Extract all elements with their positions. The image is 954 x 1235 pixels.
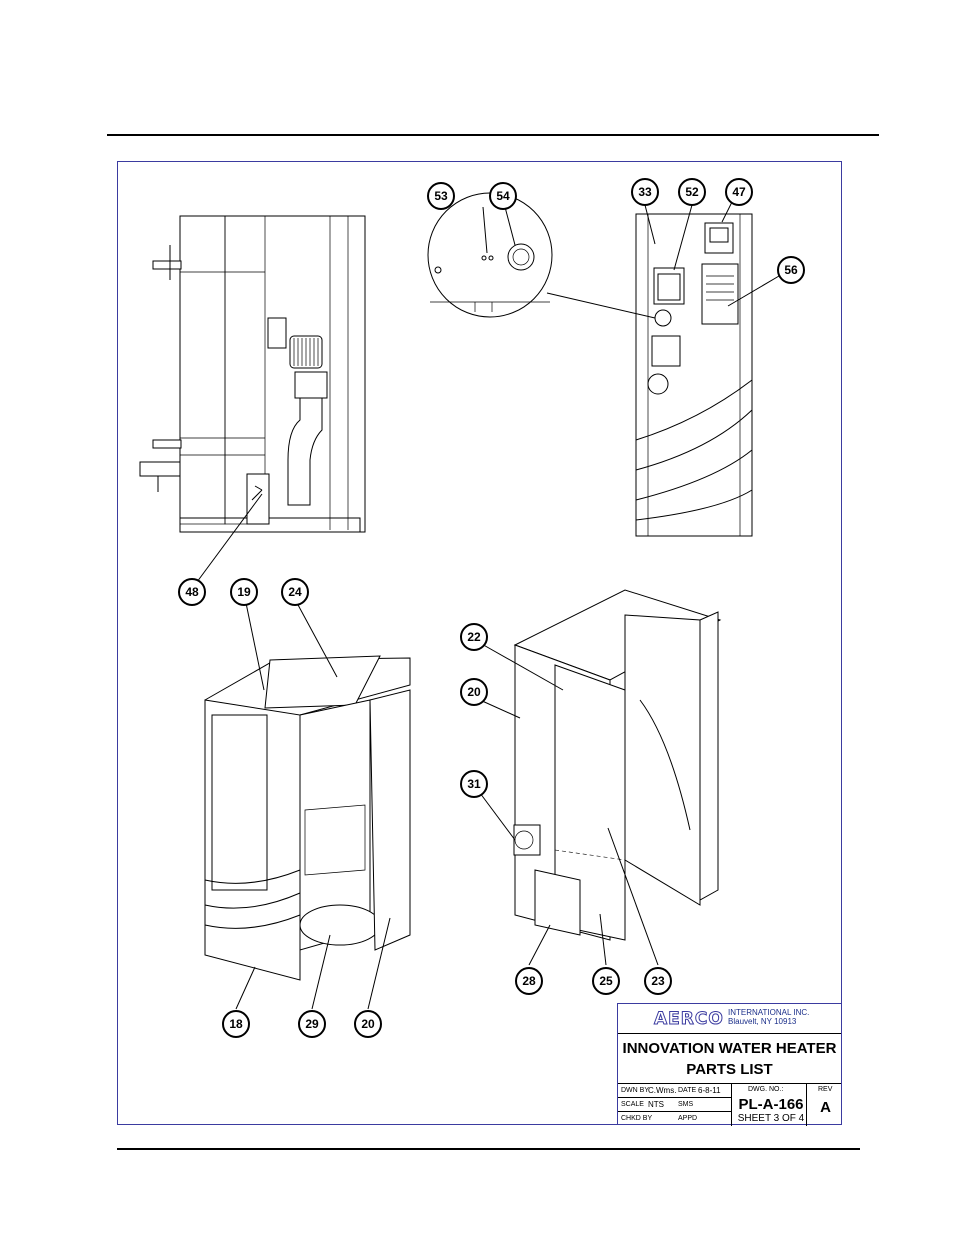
balloon-25: 25	[592, 967, 620, 995]
dwg-no-label: DWG. NO.:	[748, 1086, 784, 1093]
top-rule	[107, 134, 879, 136]
divider	[731, 1084, 732, 1126]
svg-text:28: 28	[522, 974, 536, 988]
drawing-frame	[117, 161, 842, 1125]
balloon-52: 52	[678, 178, 706, 206]
exploded-view-left	[204, 655, 411, 981]
divider	[618, 1097, 731, 1098]
balloon-53: 53	[427, 182, 455, 210]
svg-text:20: 20	[361, 1017, 375, 1031]
company-address: INTERNATIONAL INC. Blauvelt, NY 10913	[728, 1008, 809, 1026]
balloon-54: 54	[489, 182, 517, 210]
svg-text:18: 18	[229, 1017, 243, 1031]
svg-text:29: 29	[305, 1017, 319, 1031]
appd-label: APPD	[678, 1115, 698, 1122]
balloon-48: 48	[178, 578, 206, 606]
side-view-drawing	[139, 215, 366, 533]
drawing-title: INNOVATION WATER HEATER	[622, 1040, 837, 1057]
company-name: INTERNATIONAL INC.	[728, 1008, 810, 1017]
company-logo: AERCO	[654, 1009, 724, 1030]
svg-text:23: 23	[651, 974, 665, 988]
company-city: Blauvelt, NY 10913	[728, 1017, 797, 1026]
dwn-by-label: DWN BY	[621, 1087, 649, 1094]
divider	[806, 1084, 807, 1126]
detail-view-circle	[427, 192, 553, 318]
leader-lines	[193, 199, 780, 1010]
title-block-title-row: INNOVATION WATER HEATER PARTS LIST	[618, 1034, 841, 1084]
balloon-22: 22	[460, 623, 488, 651]
svg-text:52: 52	[685, 185, 699, 199]
svg-text:47: 47	[732, 185, 746, 199]
balloon-33: 33	[631, 178, 659, 206]
dwg-no-value: PL-A-166	[738, 1096, 804, 1113]
date-value: 6-8-11	[698, 1086, 721, 1095]
drawing-subtitle: PARTS LIST	[686, 1061, 773, 1078]
svg-text:53: 53	[434, 189, 448, 203]
svg-text:24: 24	[288, 585, 302, 599]
sheet-number: SHEET 3 OF 4	[737, 1113, 805, 1124]
svg-text:56: 56	[784, 263, 798, 277]
svg-text:22: 22	[467, 630, 481, 644]
scale-label: SCALE	[621, 1101, 644, 1108]
balloon-28: 28	[515, 967, 543, 995]
balloon-24: 24	[281, 578, 309, 606]
balloon-56: 56	[777, 256, 805, 284]
scale-value: NTS	[648, 1100, 664, 1109]
svg-text:31: 31	[467, 777, 481, 791]
svg-text:25: 25	[599, 974, 613, 988]
svg-text:48: 48	[185, 585, 199, 599]
balloon-19: 19	[230, 578, 258, 606]
balloon-31: 31	[460, 770, 488, 798]
dwn-by-value: C.Wms.	[648, 1086, 677, 1095]
exploded-view-right	[513, 589, 722, 941]
balloon-23: 23	[644, 967, 672, 995]
balloon-29: 29	[298, 1010, 326, 1038]
divider	[618, 1111, 731, 1112]
rev-label: REV	[818, 1086, 833, 1093]
balloon-47: 47	[725, 178, 753, 206]
chkd-by-label: CHKD BY	[621, 1115, 653, 1122]
svg-text:19: 19	[237, 585, 251, 599]
title-block: AERCO INTERNATIONAL INC. Blauvelt, NY 10…	[617, 1003, 842, 1126]
title-block-info: DWN BY C.Wms. DATE 6-8-11 SCALE NTS SMS …	[618, 1084, 841, 1126]
front-view-drawing	[546, 213, 753, 537]
bottom-rule	[117, 1148, 860, 1150]
rev-value: A	[820, 1099, 831, 1116]
title-block-logo-row: AERCO INTERNATIONAL INC. Blauvelt, NY 10…	[618, 1004, 841, 1034]
balloon-20-lower: 20	[354, 1010, 382, 1038]
balloon-18: 18	[222, 1010, 250, 1038]
svg-text:33: 33	[638, 185, 652, 199]
date-label: DATE	[678, 1087, 697, 1094]
balloon-20-upper: 20	[460, 678, 488, 706]
sms-label: SMS	[678, 1101, 694, 1108]
svg-text:20: 20	[467, 685, 481, 699]
svg-text:54: 54	[496, 189, 510, 203]
